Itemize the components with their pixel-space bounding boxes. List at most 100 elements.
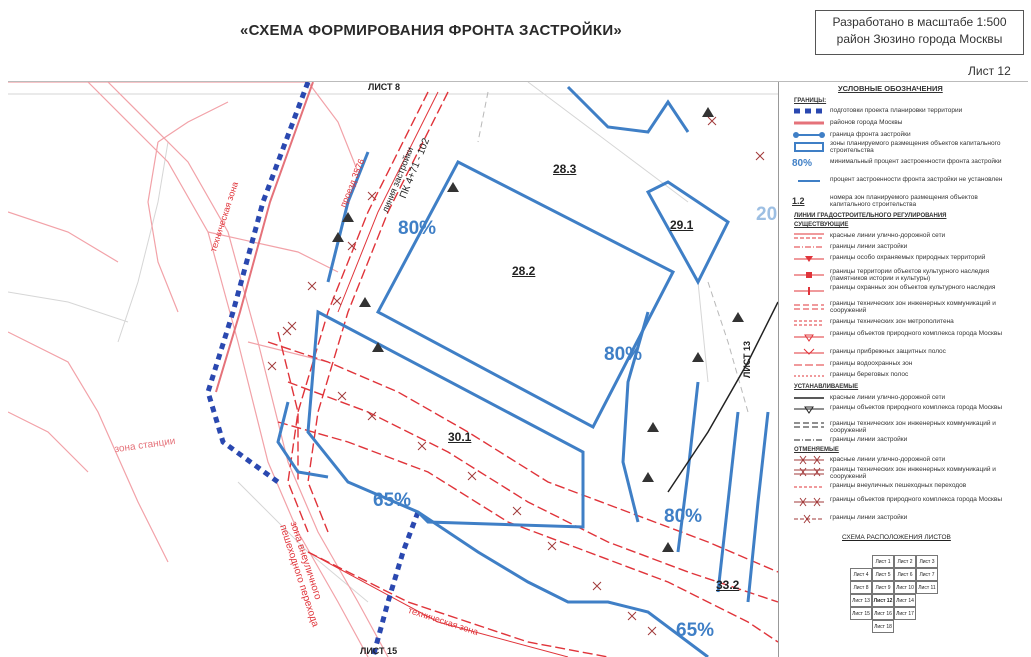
percent-unset-symbol [792,176,826,186]
sheet-right-label: ЛИСТ 13 [742,340,752,378]
cancel-build-line-symbol [792,514,826,524]
front-percent-65-a: 65% [373,490,412,511]
sheet-number: Лист 12 [968,64,1011,78]
legend-item-cancel-1: границы технических зон инженерных комму… [830,466,996,480]
sheet-cell: Лист 9 [872,581,894,594]
legend-item-existing-6: границы технических зон метрополитена [830,318,954,325]
sheet-cell: Лист 1 [872,555,894,568]
sheet-cell: Лист 18 [872,620,894,633]
sheet-top-label: ЛИСТ 8 [368,82,401,92]
legend-section-existing: СУЩЕСТВУЮЩИЕ [794,222,849,228]
sheet-cell: Лист 17 [894,607,916,620]
legend-item-cancel-3: границы объектов природного комплекса го… [830,496,1002,503]
legend-item-existing-5: границы технических зон инженерных комму… [830,300,996,314]
legend-section-set: УСТАНАВЛИВАЕМЫЕ [794,384,859,390]
water-zone-symbol [792,360,826,370]
new-tech-zone-symbol [792,420,826,430]
legend-item-existing-9: границы водоохранных зон [830,360,913,367]
legend-item-planning: подготовки проекта планировки территории [830,107,963,114]
front-percent-80-a: 80% [398,218,437,239]
new-build-line-symbol [792,435,826,445]
legend-item-existing-2: границы особо охраняемых природных терри… [830,254,986,261]
legend-title: УСЛОВНЫЕ ОБОЗНАЧЕНИЯ [838,84,943,93]
front-percent-65-b: 65% [676,620,715,641]
legend-item-existing-7: границы объектов природного комплекса го… [830,330,1002,337]
protected-nature-symbol [792,254,826,264]
cancel-markers [267,116,765,636]
zone-28-2-label: 28.2 [512,264,536,278]
black-regulation-line [667,301,778,493]
district-text: район Зюзино города Москвы [836,32,1003,46]
metro-zone-symbol [792,318,826,328]
sheet-cell: Лист 13 [850,594,872,607]
red-regulation-lines [267,91,778,657]
sheet-cell: Лист 3 [916,555,938,568]
sheet-cell: Лист 7 [916,568,938,581]
background-structures [8,82,778,603]
page-title: «СХЕМА ФОРМИРОВАНИЯ ФРОНТА ЗАСТРОЙКИ» [240,22,623,39]
legend-item-existing-3: границы территории объектов культурного … [830,268,990,282]
heritage-protection-symbol [792,286,826,296]
sheet-cell: Лист 16 [872,607,894,620]
zone-29-1-outline [645,180,730,286]
sheet-cell: Лист 5 [872,568,894,581]
district-boundary-symbol [792,118,826,128]
zone-33-2-label: 33.2 [716,578,740,592]
existing-build-line-symbol [792,242,826,252]
zone-30-1-label: 30.1 [448,430,472,444]
legend-item-percent-unset: процент застроенности фронта застройки н… [830,176,1003,183]
top-frame-line [8,81,1028,82]
pink-lines [8,82,389,657]
legend-item-existing-10: границы береговых полос [830,371,909,378]
front-percent-20-partial: 20 [756,204,778,225]
cancel-underpass-symbol [792,482,826,492]
zone-number-symbol: 1.2 [792,196,805,206]
legend-item-set-1: границы объектов природного комплекса го… [830,404,1002,411]
legend-panel: УСЛОВНЫЕ ОБОЗНАЧЕНИЯ ГРАНИЦЫ: подготовки… [780,82,1028,657]
legend-item-districts: районов города Москвы [830,119,903,126]
legend-section-regulation: ЛИНИИ ГРАДОСТРОИТЕЛЬНОГО РЕГУЛИРОВАНИЯ [794,213,947,219]
legend-item-cancel-2: границы внеуличных пешеходных переходов [830,482,967,489]
legend-divider [778,82,779,657]
zone-29-1-label: 29.1 [670,218,694,232]
legend-item-existing-1: границы линии застройки [830,243,908,250]
tech-zone-symbol [792,302,826,312]
legend-item-cancel-4: границы линии застройки [830,514,908,521]
sheet-bottom-label: ЛИСТ 15 [360,646,398,656]
legend-item-existing-4: границы охранных зон объектов культурног… [830,284,996,291]
legend-item-cancel-0: красные линии улично-дорожной сети [830,456,946,463]
legend-item-min-percent: минимальный процент застроенности фронта… [830,158,1002,165]
new-nature-symbol [792,404,826,414]
sheet-scheme-title: СХЕМА РАСПОЛОЖЕНИЯ ЛИСТОВ [842,534,951,541]
legend-item-zones: зоны планируемого размещения объектов ка… [830,140,1001,154]
shore-strip-symbol [792,371,826,381]
front-boundaries [276,85,770,657]
legend-item-set-0: красные линии улично-дорожной сети [830,394,946,401]
sheet-cell: Лист 2 [894,555,916,568]
zone-28-2-outline [375,159,676,430]
percent-symbol: 80% [792,158,813,169]
front-percent-80-b: 80% [604,344,643,365]
cancel-red-line-symbol [792,455,826,465]
heritage-territory-symbol [792,270,826,280]
planning-boundary [205,82,421,657]
sheet-cell: Лист 6 [894,568,916,581]
cancel-tech-zone-symbol [792,467,826,477]
legend-section-cancel: ОТМЕНЯЕМЫЕ [794,447,839,453]
district-boundary [215,82,314,393]
red-solid-lines [307,91,569,657]
zone-symbol [792,142,826,152]
legend-item-zone-numbers: номера зон планируемого размещения объек… [830,194,978,208]
sheet-cell: Лист 11 [916,581,938,594]
zone-30-1-outline [306,309,585,529]
legend-item-existing-0: красные линии улично-дорожной сети [830,232,946,239]
gray-dashed [477,91,749,413]
existing-red-line-symbol [792,231,826,241]
legend-section-borders: ГРАНИЦЫ: [794,98,827,104]
nature-complex-symbol [792,332,826,342]
sheet-cell: Лист 15 [850,607,872,620]
coastal-strip-symbol [792,348,826,358]
sheet-cell: Лист 4 [850,568,872,581]
legend-item-front: граница фронта застройки [830,131,911,138]
